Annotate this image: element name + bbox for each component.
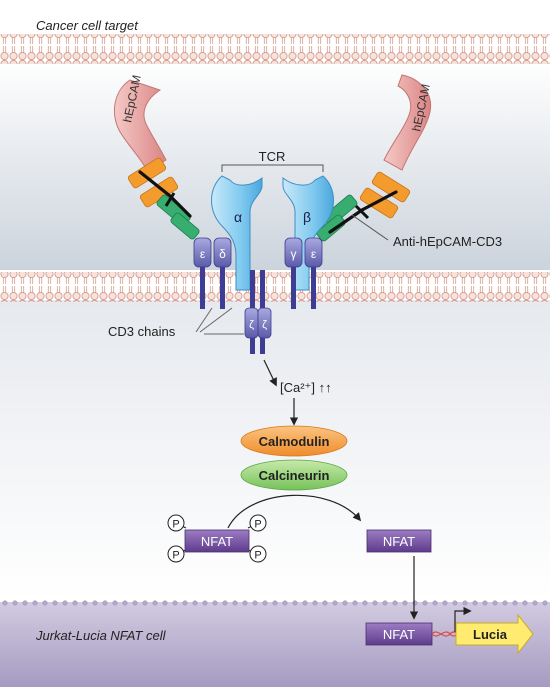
calcineurin-label: Calcineurin <box>259 468 330 483</box>
cd3-epsilon-right-label: ε <box>311 247 317 261</box>
lucia-reporter-gene <box>455 613 534 655</box>
antibody-right <box>316 171 411 242</box>
phosphate-1-label: P <box>172 519 179 531</box>
cd3-tails <box>200 267 316 354</box>
tcr-bracket <box>221 164 324 172</box>
phosphate-2-label: P <box>172 550 179 562</box>
calcineurin-node <box>240 459 348 491</box>
cd3-gamma-label: γ <box>291 247 297 261</box>
jurkat-cell-label: Jurkat-Lucia NFAT cell <box>35 628 167 643</box>
tcr-alpha-label: α <box>234 209 242 225</box>
antibody-left <box>127 157 200 240</box>
cancer-cell-label: Cancer cell target <box>36 18 139 33</box>
cd3-delta-label: δ <box>219 247 226 261</box>
nfat-phosphorylated-label: NFAT <box>201 534 233 549</box>
nfat-nuclear-label: NFAT <box>383 627 415 642</box>
calcium-label: [Ca²⁺] ↑↑ <box>280 380 332 395</box>
t-cell-membrane <box>0 272 550 302</box>
calmodulin-label: Calmodulin <box>259 434 330 449</box>
phosphate-groups: P P P P <box>167 514 267 563</box>
nuclear-envelope <box>0 598 550 606</box>
antibody-label: Anti-hEpCAM-CD3 <box>393 234 502 249</box>
transcription-start-arrow <box>454 606 472 632</box>
dephosphorylation-arrow <box>227 494 362 529</box>
cancer-cell-membrane <box>0 34 550 64</box>
nfat-active-label: NFAT <box>383 534 415 549</box>
cd3-epsilon-left-label: ε <box>200 247 206 261</box>
nfat-phosphorylated <box>184 529 250 553</box>
signal-arrow-calcium <box>263 359 277 387</box>
lucia-label: Lucia <box>473 627 508 642</box>
cd3-chains-label: CD3 chains <box>108 324 176 339</box>
cd3-zeta-right <box>257 307 272 339</box>
tcr-beta-label: β <box>303 209 311 225</box>
hepcam-right <box>383 74 432 171</box>
cd3-zeta-right-label: ζ <box>262 319 267 331</box>
tcr-label: TCR <box>259 149 286 164</box>
cd3-leader-1 <box>195 307 213 333</box>
phosphate-4-label: P <box>254 550 261 562</box>
tcr-alpha-chain <box>211 175 263 291</box>
cd3-leader-2 <box>199 307 233 333</box>
nfat-active <box>366 529 432 553</box>
antibody-leader-line <box>351 214 389 241</box>
phosphate-3-label: P <box>254 519 261 531</box>
calmodulin-node <box>240 425 348 457</box>
cd3-zeta-left-label: ζ <box>249 319 254 331</box>
